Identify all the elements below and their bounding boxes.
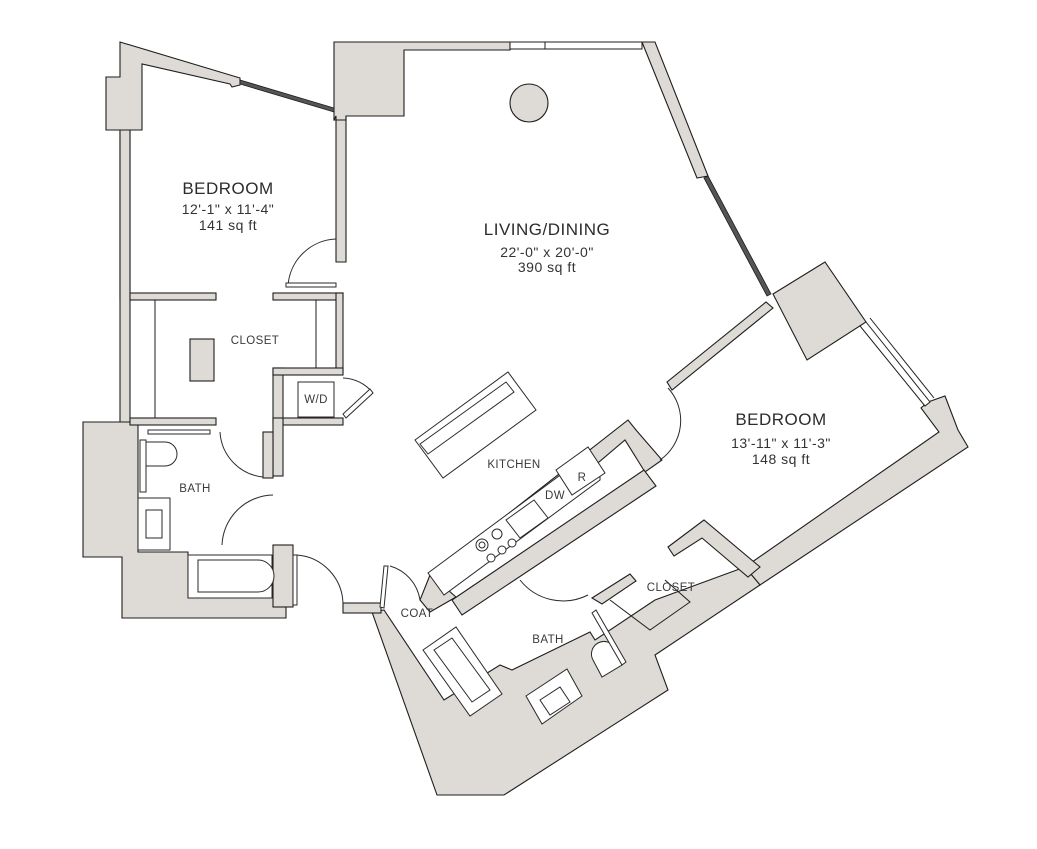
window-bedroom1 — [239, 79, 335, 113]
label-dw: DW — [545, 490, 565, 502]
fixtures — [137, 83, 691, 725]
wall-wd-left — [272, 367, 284, 424]
door-swings — [219, 238, 682, 609]
label-kitchen: KITCHEN — [487, 459, 540, 471]
washer-dryer — [297, 381, 335, 418]
refrigerator — [555, 446, 606, 496]
window-living-top — [509, 41, 643, 50]
wall-closet1-piece — [189, 338, 215, 382]
door-bedroom2 — [659, 387, 682, 461]
wall-entry-right — [342, 602, 382, 614]
wall-wd-bottom — [282, 417, 344, 426]
wall-wd-top — [272, 367, 344, 376]
kitchen-sink — [505, 499, 549, 539]
room-name-bedroom-2: BEDROOM — [735, 410, 826, 429]
wall-left-exterior — [119, 129, 131, 426]
wall-closet1-bottom — [129, 417, 217, 426]
wall-top-right-slant — [641, 41, 709, 179]
wall-top-pier — [333, 41, 511, 121]
wall-kitchen-band — [451, 469, 657, 616]
wall-bedroom1-living — [333, 115, 347, 263]
labels: BEDROOM 12'-1" x 11'-4" 141 sq ft LIVING… — [179, 179, 831, 646]
room-name-bedroom-1: BEDROOM — [182, 179, 273, 198]
window-bedroom2 — [859, 321, 931, 407]
door-bath1-from-closet — [219, 431, 264, 478]
wall-bath1-right — [272, 417, 284, 477]
bath1-toilet — [145, 441, 178, 467]
wall-closet2 — [667, 519, 761, 578]
room-dimensions-bedroom-2: 13'-11" x 11'-3" — [731, 435, 831, 451]
label-closet-1: CLOSET — [231, 335, 279, 347]
wall-closet2-b — [590, 573, 637, 605]
wall-bath1-stub — [262, 431, 274, 479]
room-area-bedroom-1: 141 sq ft — [199, 217, 257, 233]
label-bath-1: BATH — [179, 483, 210, 495]
door-bath2 — [519, 579, 589, 602]
wall-bedroom2-pier — [772, 261, 867, 361]
wall-closet1-top-right — [272, 292, 344, 301]
door-entry — [296, 554, 344, 604]
door-bedroom1 — [287, 238, 337, 287]
wall-closet1-top-left — [129, 292, 217, 301]
room-dimensions-bedroom-1: 12'-1" x 11'-4" — [182, 201, 275, 217]
door-coat — [389, 565, 421, 601]
label-coat: COAT — [401, 608, 434, 620]
room-name-living-dining: LIVING/DINING — [484, 220, 610, 239]
wall-bath1-bottom — [272, 544, 294, 608]
closet2-rod — [609, 579, 691, 631]
bath1-sink — [145, 509, 163, 539]
door-bath1 — [221, 494, 274, 546]
wall-closet1-right — [335, 292, 344, 374]
room-area-living-dining: 390 sq ft — [518, 259, 576, 275]
column — [509, 83, 549, 123]
walls — [82, 41, 969, 796]
label-refrigerator: R — [578, 472, 587, 484]
label-closet-2: CLOSET — [647, 582, 695, 594]
window-living-right — [703, 175, 772, 297]
label-bath-2: BATH — [532, 634, 563, 646]
room-dimensions-living-dining: 22'-0" x 20'-0" — [500, 244, 594, 260]
bath1-towel-bar — [147, 429, 211, 435]
label-wd: W/D — [304, 394, 328, 406]
windows — [239, 41, 935, 407]
room-area-bedroom-2: 148 sq ft — [752, 451, 810, 467]
wall-living-bedroom2 — [666, 301, 774, 391]
